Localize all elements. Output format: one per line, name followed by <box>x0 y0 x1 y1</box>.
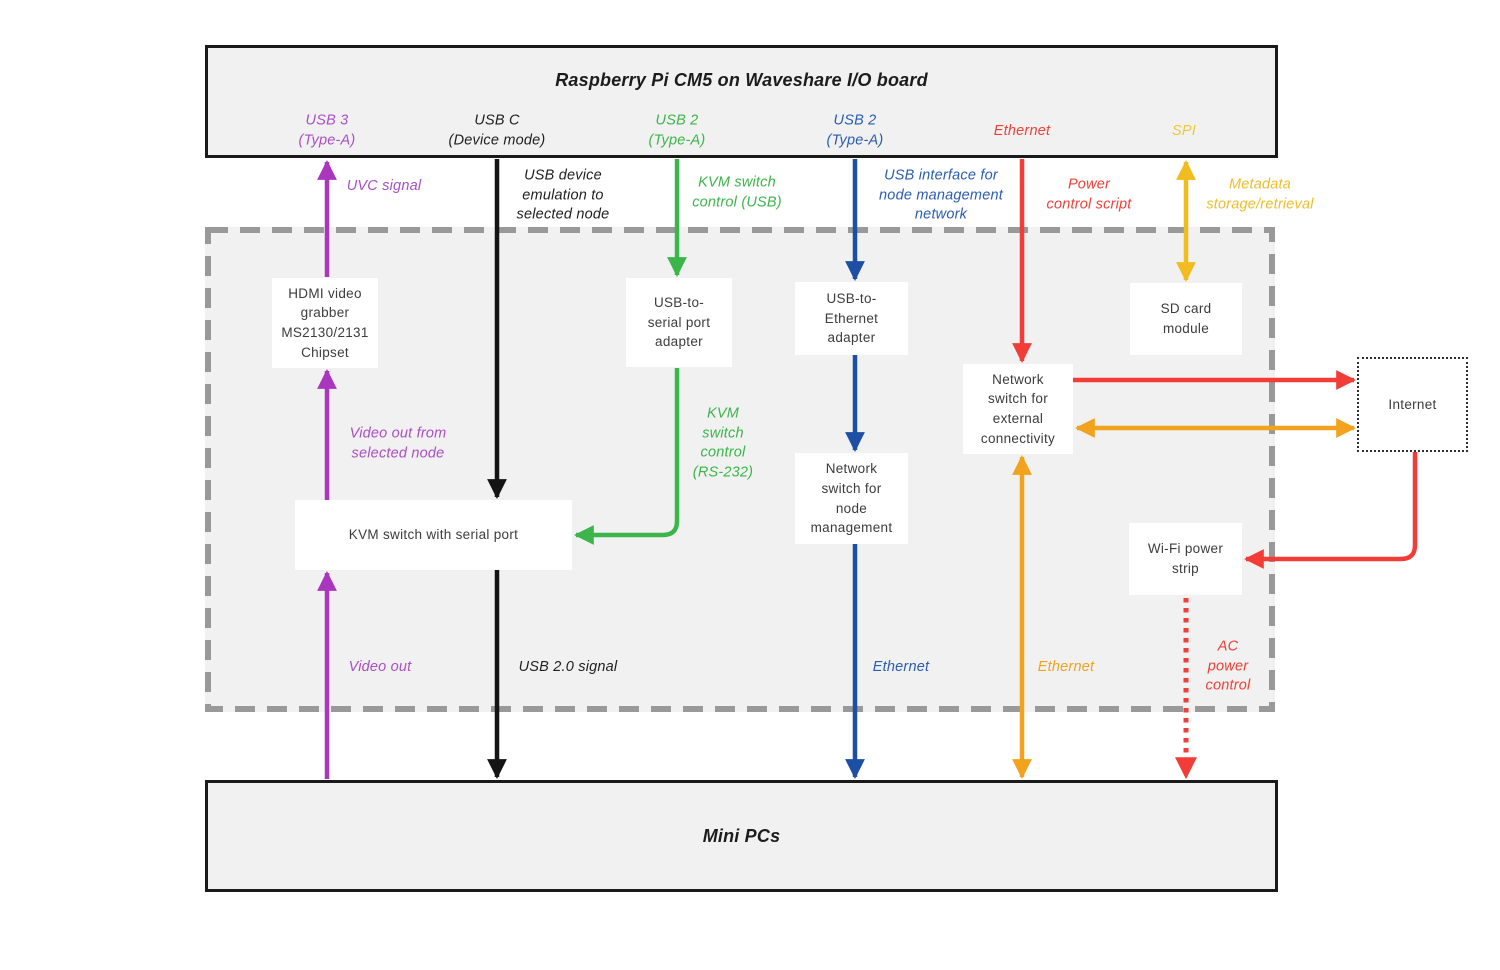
power-script-label: Power control script <box>1046 176 1132 212</box>
ac-power-label: AC power control <box>1205 638 1251 694</box>
board-title: Raspberry Pi CM5 on Waveshare I/O board <box>555 70 928 90</box>
video-out-selected-label: Video out from selected node <box>349 425 447 461</box>
port-label-usbc: USB C (Device mode) <box>448 112 546 148</box>
dashed-enclosure-border <box>205 227 1275 712</box>
port-label-usb2-b: USB 2 (Type-A) <box>826 112 884 148</box>
node-network-switch-external: Network switch for external connectivity <box>963 364 1073 454</box>
mini-pcs-box: Mini PCs <box>205 780 1278 892</box>
port-label-ethernet: Ethernet <box>993 123 1051 140</box>
dashed-enclosure-fill <box>205 227 1275 712</box>
usb-emulation-label: USB device emulation to selected node <box>516 167 610 223</box>
kvm-control-usb-label: KVM switch control (USB) <box>692 174 782 210</box>
internet-to-wifi-strip-arrow <box>1244 452 1418 569</box>
ethernet-external-label: Ethernet <box>1037 659 1095 676</box>
kvm-control-rs232-arrow <box>574 368 680 545</box>
usb-interface-label: USB interface for node management networ… <box>879 167 1003 223</box>
uvc-signal-label: UVC signal <box>346 178 422 195</box>
node-sd-card: SD card module <box>1130 283 1242 355</box>
rpi-cm5-board-box: Raspberry Pi CM5 on Waveshare I/O board <box>205 45 1278 158</box>
node-usb-serial-adapter: USB-to- serial port adapter <box>626 278 732 367</box>
usb20-signal-label: USB 2.0 signal <box>518 659 618 676</box>
node-network-switch-node: Network switch for node management <box>795 453 908 544</box>
kvm-control-rs232-label: KVM switch control (RS-232) <box>692 405 754 481</box>
port-label-usb3: USB 3 (Type-A) <box>298 112 356 148</box>
metadata-label: Metadata storage/retrieval <box>1206 176 1314 212</box>
port-label-usb2-a: USB 2 (Type-A) <box>648 112 706 148</box>
node-hdmi-grabber: HDMI video grabber MS2130/2131 Chipset <box>272 278 378 368</box>
node-usb-ethernet-adapter: USB-to- Ethernet adapter <box>795 282 908 355</box>
video-out-label: Video out <box>348 659 412 676</box>
ethernet-node-label: Ethernet <box>872 659 930 676</box>
node-wifi-power-strip: Wi-Fi power strip <box>1129 523 1242 595</box>
node-internet: Internet <box>1357 357 1468 452</box>
node-kvm-switch: KVM switch with serial port <box>295 500 572 570</box>
port-label-spi: SPI <box>1172 123 1196 140</box>
mini-pcs-title: Mini PCs <box>702 825 781 846</box>
